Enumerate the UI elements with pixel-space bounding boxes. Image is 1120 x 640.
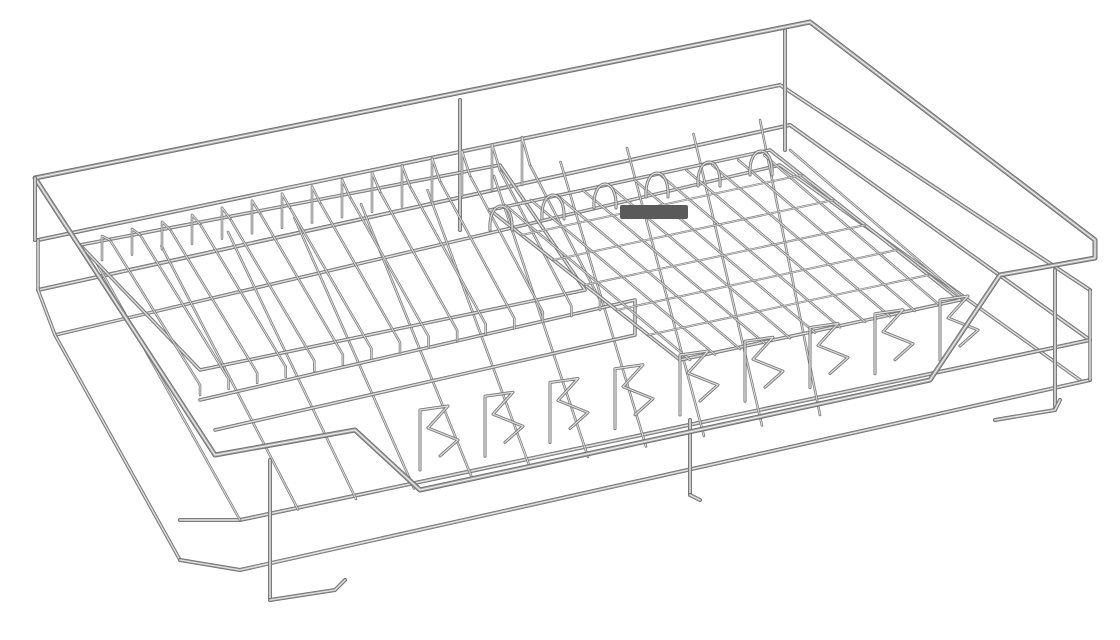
floor-wire	[226, 230, 358, 501]
plate-divider-top	[520, 135, 532, 187]
plate-divider-wire	[528, 163, 602, 312]
plate-divider-top	[220, 206, 232, 240]
plate-divider-wire	[228, 217, 316, 372]
plate-divider-wire	[408, 185, 487, 336]
right-grid-wire	[685, 168, 867, 324]
cup-holder-zigzag	[483, 390, 525, 458]
back-loop-hook	[488, 204, 514, 232]
plate-divider-wire	[258, 211, 345, 366]
plate-divider-top	[430, 156, 442, 203]
back-loop-hook	[696, 160, 722, 188]
right-grid-wire	[736, 158, 917, 313]
plate-divider-top	[310, 185, 322, 224]
lower-frame-rail-2	[36, 123, 1092, 342]
right-grid-wire	[788, 148, 967, 302]
top-rim	[32, 19, 1098, 493]
floor-wire	[692, 132, 764, 427]
plate-divider-top	[340, 178, 352, 219]
plate-divider-top	[160, 220, 172, 251]
cup-holder-zigzag	[743, 335, 785, 403]
plate-divider-wire	[168, 228, 259, 385]
cup-holder-zigzag	[678, 349, 720, 417]
plate-divider-wire	[318, 201, 402, 354]
cup-holder-zigzag	[938, 294, 980, 362]
plate-divider-wire	[348, 195, 430, 348]
back-loop-hook	[540, 193, 566, 221]
plate-divider-wire	[198, 222, 287, 379]
foot-right	[993, 398, 1062, 422]
plate-divider-wire	[138, 233, 230, 391]
plate-divider-top	[280, 192, 292, 230]
right-grid-crosswire	[552, 199, 835, 261]
plate-divider-top	[370, 171, 382, 214]
left-end-frame	[36, 238, 182, 562]
cup-holder-zigzag	[873, 308, 915, 376]
floor-wire	[492, 174, 590, 459]
right-grid-crosswire	[615, 249, 898, 311]
plate-divider-top	[100, 234, 112, 262]
plate-rack-front-rail	[198, 298, 637, 432]
plate-divider-top	[190, 213, 202, 246]
right-grid-crosswire	[584, 224, 866, 286]
dish-rack-wireframe	[32, 19, 1098, 602]
cup-holder-zigzag	[808, 322, 850, 389]
floor-wire	[625, 146, 706, 438]
floor-wire	[293, 216, 416, 490]
plate-divider-wire	[378, 190, 459, 342]
right-grid-wire	[762, 153, 942, 307]
right-grid-wire	[659, 173, 842, 329]
plate-divider-wire	[108, 238, 202, 397]
back-loop-hook	[748, 149, 774, 177]
plate-divider-wire	[468, 174, 545, 324]
cup-holder-zigzag	[418, 404, 460, 472]
foot-left	[268, 578, 347, 602]
lower-frame-rail-1	[36, 83, 1092, 292]
plate-divider-top	[490, 142, 502, 192]
brand-plate	[620, 205, 688, 219]
foot-middle	[688, 493, 702, 502]
plate-divider-top	[460, 149, 472, 197]
plate-divider-wire	[288, 206, 373, 360]
floor-wire	[160, 244, 300, 511]
plate-divider-top	[250, 199, 262, 235]
back-loop-hook	[592, 182, 618, 210]
back-loop-hook	[644, 171, 670, 199]
plate-divider-wire	[438, 179, 516, 330]
cup-holder-zigzag	[613, 363, 655, 431]
floor-wire	[93, 258, 242, 522]
front-lower-rail-2	[178, 378, 1092, 572]
cup-holder-zigzag	[548, 377, 590, 444]
right-grid-crosswire	[647, 274, 930, 336]
plate-divider-top	[130, 227, 142, 256]
plate-rack-frame	[78, 163, 587, 372]
right-grid-wire	[711, 163, 892, 318]
plate-divider-wire	[498, 169, 573, 318]
plate-divider-top	[400, 164, 412, 208]
